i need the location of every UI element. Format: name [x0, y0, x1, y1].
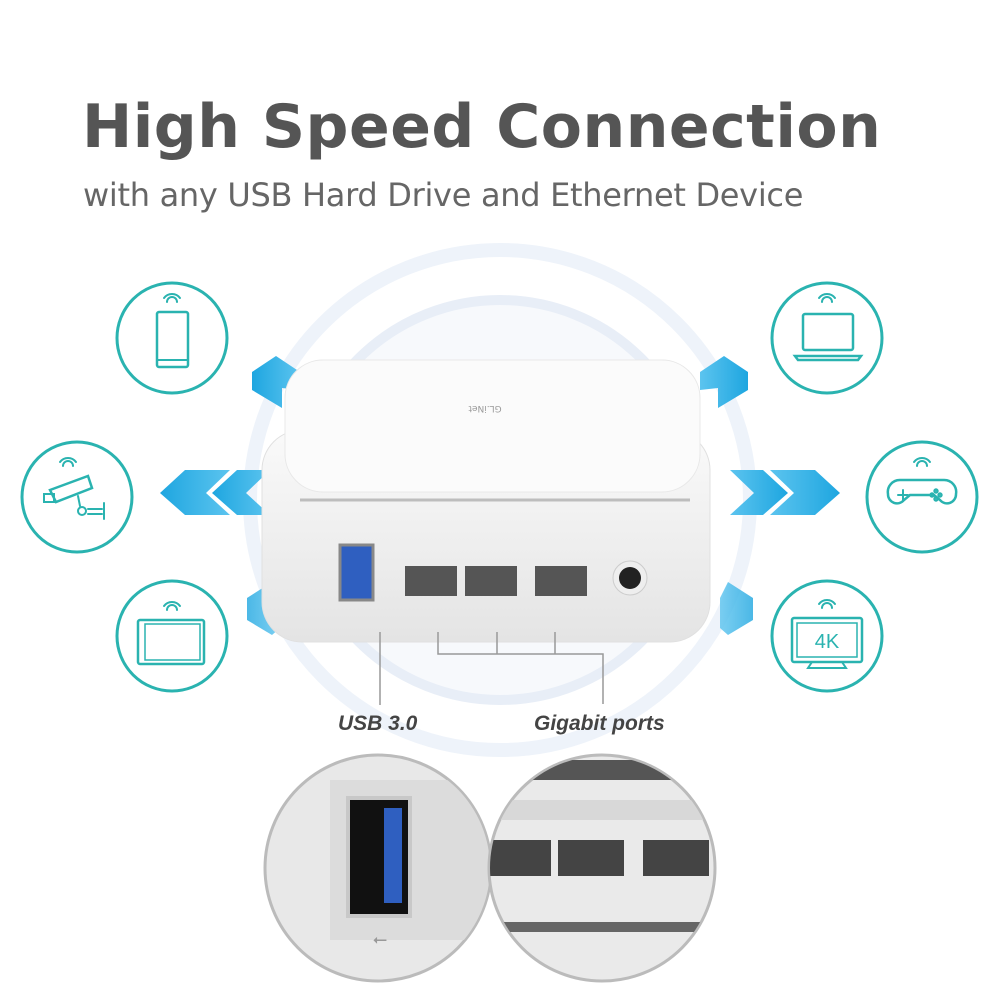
page-title: High Speed Connection — [82, 92, 882, 162]
ethernet-closeup — [487, 753, 717, 983]
arrow-right-middle — [730, 470, 840, 515]
callout-lines — [379, 632, 604, 705]
arrow-right-top — [700, 356, 748, 408]
laptop-icon — [770, 281, 884, 395]
usb-symbol-icon: ⭠ — [373, 929, 387, 950]
security-camera-icon — [20, 440, 134, 554]
tablet-icon — [115, 579, 229, 693]
arrow-right-bottom — [720, 582, 753, 635]
ethernet-ports — [405, 566, 587, 596]
arrow-left-middle — [160, 470, 270, 515]
page-subtitle: with any USB Hard Drive and Ethernet Dev… — [83, 176, 804, 214]
gamepad-icon — [865, 440, 979, 554]
power-jack — [619, 567, 641, 589]
router-device: GL.iNet — [261, 359, 711, 643]
brand-logo: GL.iNet — [468, 403, 502, 413]
arrow-left-top — [252, 356, 300, 408]
tv-4k-icon — [770, 579, 884, 693]
tv-4k-text: 4K — [815, 631, 840, 653]
gigabit-ports-label: Gigabit ports — [534, 712, 665, 735]
usb-port — [338, 543, 375, 602]
usb-3-label: USB 3.0 — [338, 712, 418, 735]
usb-closeup: ⭠ — [263, 753, 493, 983]
smartphone-icon — [115, 281, 229, 395]
